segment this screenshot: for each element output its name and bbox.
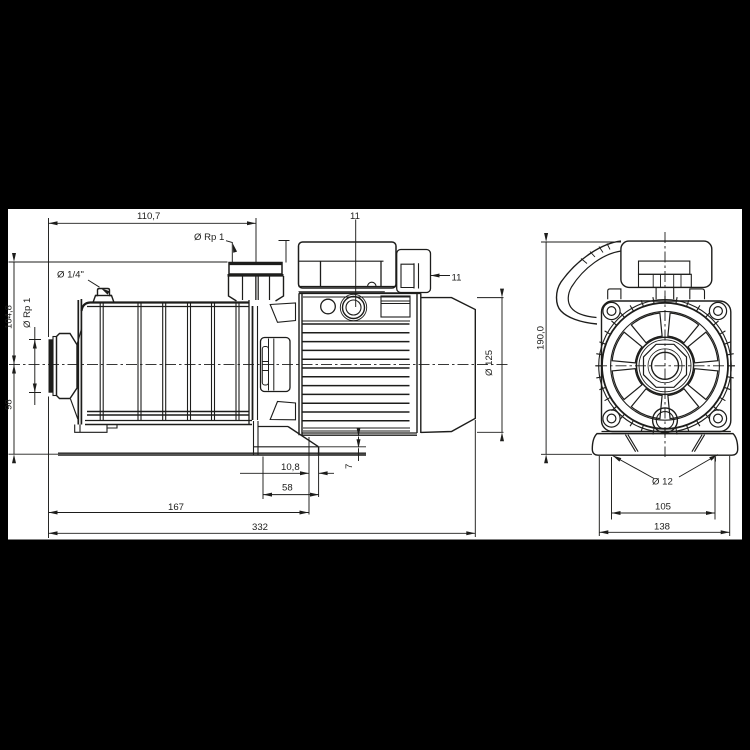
svg-text:10,8: 10,8 (281, 462, 300, 473)
svg-text:138: 138 (654, 522, 670, 533)
svg-text:Ø 1/4": Ø 1/4" (57, 270, 84, 281)
svg-text:11: 11 (452, 273, 462, 284)
svg-text:105: 105 (655, 502, 671, 513)
svg-text:Ø 125: Ø 125 (484, 350, 495, 376)
svg-text:58: 58 (282, 483, 293, 494)
svg-text:Ø Rp 1: Ø Rp 1 (22, 298, 33, 328)
svg-text:190,0: 190,0 (536, 326, 547, 350)
svg-text:Ø 12: Ø 12 (652, 477, 673, 488)
svg-text:Ø Rp 1: Ø Rp 1 (194, 232, 224, 243)
svg-text:167: 167 (168, 502, 184, 513)
svg-text:110,7: 110,7 (137, 211, 160, 222)
svg-text:332: 332 (252, 522, 268, 533)
svg-text:11: 11 (350, 211, 360, 222)
svg-text:98: 98 (4, 399, 15, 410)
svg-text:7: 7 (344, 464, 355, 469)
svg-text:104,8: 104,8 (4, 305, 15, 329)
